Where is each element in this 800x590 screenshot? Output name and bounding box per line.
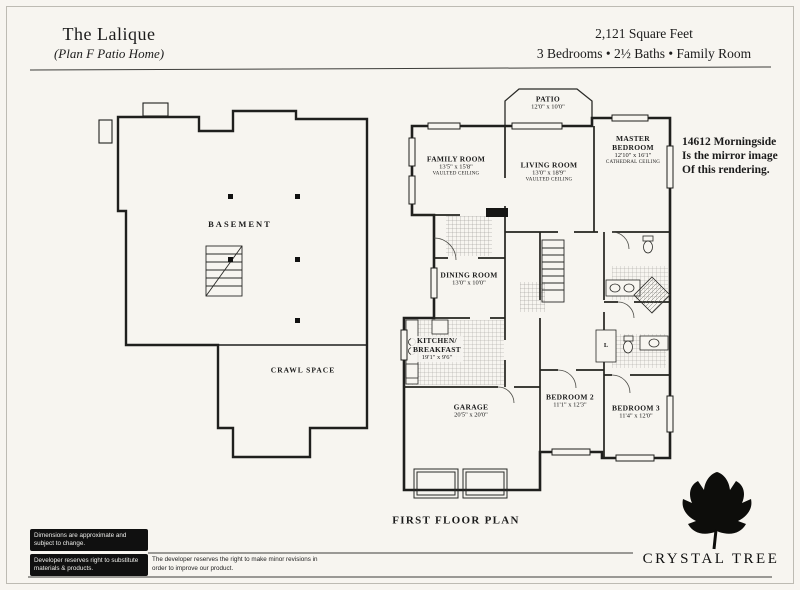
disclaimer-box-materials: Developer reserves right to substitute m…: [30, 554, 148, 577]
basement-label: BASEMENT: [208, 218, 272, 229]
windows: [400, 114, 674, 462]
crawl-space-label: CRAWL SPACE: [270, 365, 336, 375]
first-floor-plan-caption: FIRST FLOOR PLAN: [392, 514, 520, 527]
room-label-garage: GARAGE 20'5" x 20'0": [453, 402, 489, 419]
toilet-icon: [623, 340, 633, 354]
sink-icon: [623, 283, 635, 293]
basement-posts: [228, 194, 300, 323]
basement-outline: [98, 102, 369, 459]
room-label-bedroom-2: BEDROOM 2 11'1" x 12'3": [546, 392, 594, 409]
room-label-kitchen-breakfast: KITCHEN/ BREAKFAST 19'1" x 9'6": [411, 336, 463, 362]
plan-stats-block: 2,121 Square Feet 3 Bedrooms • 2½ Baths …: [516, 26, 772, 62]
plan-title: The Lalique: [62, 24, 156, 44]
laundry-closet: [595, 329, 617, 363]
fireplace: [486, 208, 508, 217]
crystal-tree-wordmark: CRYSTAL TREE: [642, 551, 780, 567]
basement-stairs: [205, 245, 243, 297]
mirror-image-note: 14612 Morningside Is the mirror image Of…: [682, 136, 778, 176]
interior-walls: [404, 126, 670, 458]
room-label-family-room: FAMILY ROOM 13'5" x 15'8" VAULTED CEILIN…: [426, 154, 486, 177]
patio-outline: [504, 88, 593, 126]
square-feet: 2,121 Square Feet: [595, 26, 693, 41]
range-icon: [405, 363, 419, 379]
crystal-tree-leaf-icon: [682, 472, 752, 550]
feature-summary: 3 Bedrooms • 2½ Baths • Family Room: [536, 46, 752, 61]
disclaimer-box-dimensions: Dimensions are approximate and subject t…: [30, 529, 148, 552]
divider-rules: [28, 66, 772, 578]
room-label-laundry: L: [603, 342, 609, 350]
garage-doors: [413, 468, 508, 499]
toilet-icon: [623, 335, 634, 342]
room-label-bedroom-3: BEDROOM 3 11'4" x 12'0": [612, 403, 660, 420]
room-label-master-bedroom: MASTER BEDROOM 12'10" x 16'1" CATHEDRAL …: [605, 134, 661, 165]
room-label-dining-room: DINING ROOM 13'0" x 10'0": [440, 270, 498, 287]
corner-tub: [633, 276, 671, 314]
plan-subtitle: (Plan F Patio Home): [53, 46, 165, 61]
bath-kitchen-fixtures: [405, 235, 671, 385]
refrigerator-icon: [431, 319, 449, 335]
sink-icon: [609, 283, 621, 293]
first-floor-stairs: [541, 239, 565, 303]
room-label-living-room: LIVING ROOM 13'0" x 18'9" VAULTED CEILIN…: [520, 160, 578, 183]
toilet-icon: [642, 235, 654, 242]
sink-icon: [648, 338, 660, 348]
plan-title-block: The Lalique (Plan F Patio Home): [30, 24, 188, 62]
door-arcs: [433, 231, 635, 404]
disclaimer-revisions: The developer reserves the right to make…: [152, 556, 318, 572]
toilet-icon: [643, 240, 653, 254]
room-label-patio: PATIO 12'0" x 10'0": [531, 94, 565, 111]
